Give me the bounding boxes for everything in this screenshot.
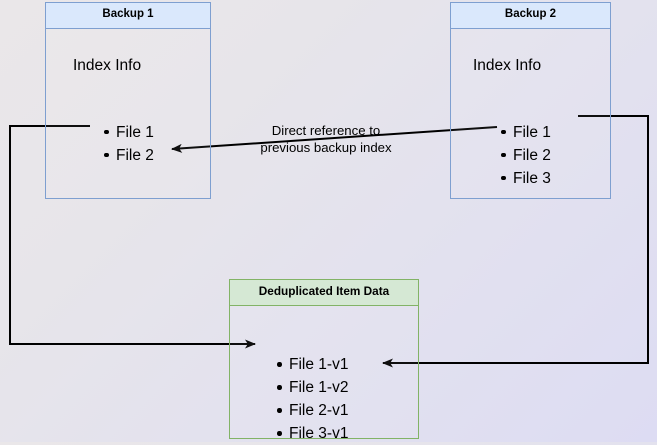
list-item: File 1-v2 — [277, 376, 349, 399]
dedup-header: Deduplicated Item Data — [230, 280, 418, 306]
list-item: File 3 — [501, 167, 551, 190]
bullet-icon — [104, 152, 109, 158]
file-label: File 2 — [513, 146, 551, 164]
list-item: File 2 — [104, 144, 154, 167]
list-item: File 1 — [104, 121, 154, 144]
bullet-icon — [277, 362, 282, 367]
dedup-file-list: File 1-v1 File 1-v2 File 2-v1 File 3-v1 — [273, 353, 348, 445]
bullet-icon — [501, 129, 506, 135]
bullet-icon — [501, 175, 506, 181]
file-label: File 1 — [513, 123, 551, 141]
backup2-box[interactable]: Backup 2 Index Info File 1 File 2 File 3 — [450, 2, 611, 199]
backup1-header: Backup 1 — [46, 3, 210, 29]
bullet-icon — [501, 152, 506, 158]
bullet-icon — [277, 385, 282, 390]
bullet-icon — [104, 129, 109, 135]
file-label: File 1-v2 — [289, 378, 349, 396]
backup2-header: Backup 2 — [451, 3, 610, 29]
deduplicated-item-data-box[interactable]: Deduplicated Item Data File 1-v1 File 1-… — [229, 279, 419, 442]
backup1-file-list: File 1 File 2 — [100, 121, 154, 167]
file-label: File 2-v1 — [289, 401, 349, 419]
list-item: File 3-v1 — [277, 422, 349, 445]
file-label: File 3-v1 — [289, 424, 349, 442]
list-item: File 1 — [501, 121, 551, 144]
backup2-index-info-label: Index Info — [473, 56, 542, 74]
list-item: File 2 — [501, 144, 551, 167]
backup1-index-info-label: Index Info — [73, 56, 142, 74]
list-item: File 2-v1 — [277, 399, 349, 422]
list-item: File 1-v1 — [277, 353, 349, 376]
file-label: File 2 — [116, 146, 154, 164]
caption-line-2: previous backup index — [260, 140, 392, 155]
file-label: File 3 — [513, 169, 551, 187]
backup1-box[interactable]: Backup 1 Index Info File 1 File 2 — [45, 2, 211, 199]
backup2-file-list: File 1 File 2 File 3 — [497, 121, 551, 190]
file-label: File 1-v1 — [289, 355, 349, 373]
bullet-icon — [277, 408, 282, 413]
direct-reference-caption: Direct reference to previous backup inde… — [240, 122, 412, 156]
bullet-icon — [277, 431, 282, 436]
caption-line-1: Direct reference to — [271, 123, 381, 138]
file-label: File 1 — [116, 123, 154, 141]
